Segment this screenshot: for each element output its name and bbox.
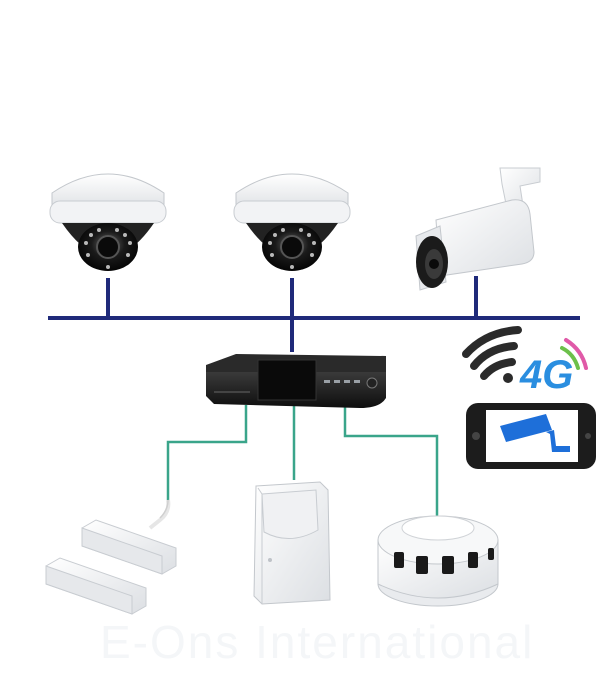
- smartphone: [466, 403, 596, 469]
- pir-motion-detector: [253, 481, 331, 605]
- door-contact-sensor: [45, 499, 177, 615]
- camera-bus-lines: [48, 276, 580, 352]
- dome-camera-1: [49, 173, 167, 271]
- phone-camera-app-icon: [500, 414, 570, 452]
- wifi-icon: [462, 326, 522, 383]
- fourg-label: 4G: [519, 353, 573, 397]
- nvr-recorder: [206, 354, 386, 408]
- mobile-4g-badge: 4G: [519, 338, 588, 397]
- dome-camera-2: [233, 173, 351, 271]
- bullet-camera: [415, 167, 541, 291]
- sensor-wires: [166, 405, 439, 520]
- smoke-detector: [377, 515, 499, 607]
- watermark-text: E-Ons International: [100, 616, 535, 668]
